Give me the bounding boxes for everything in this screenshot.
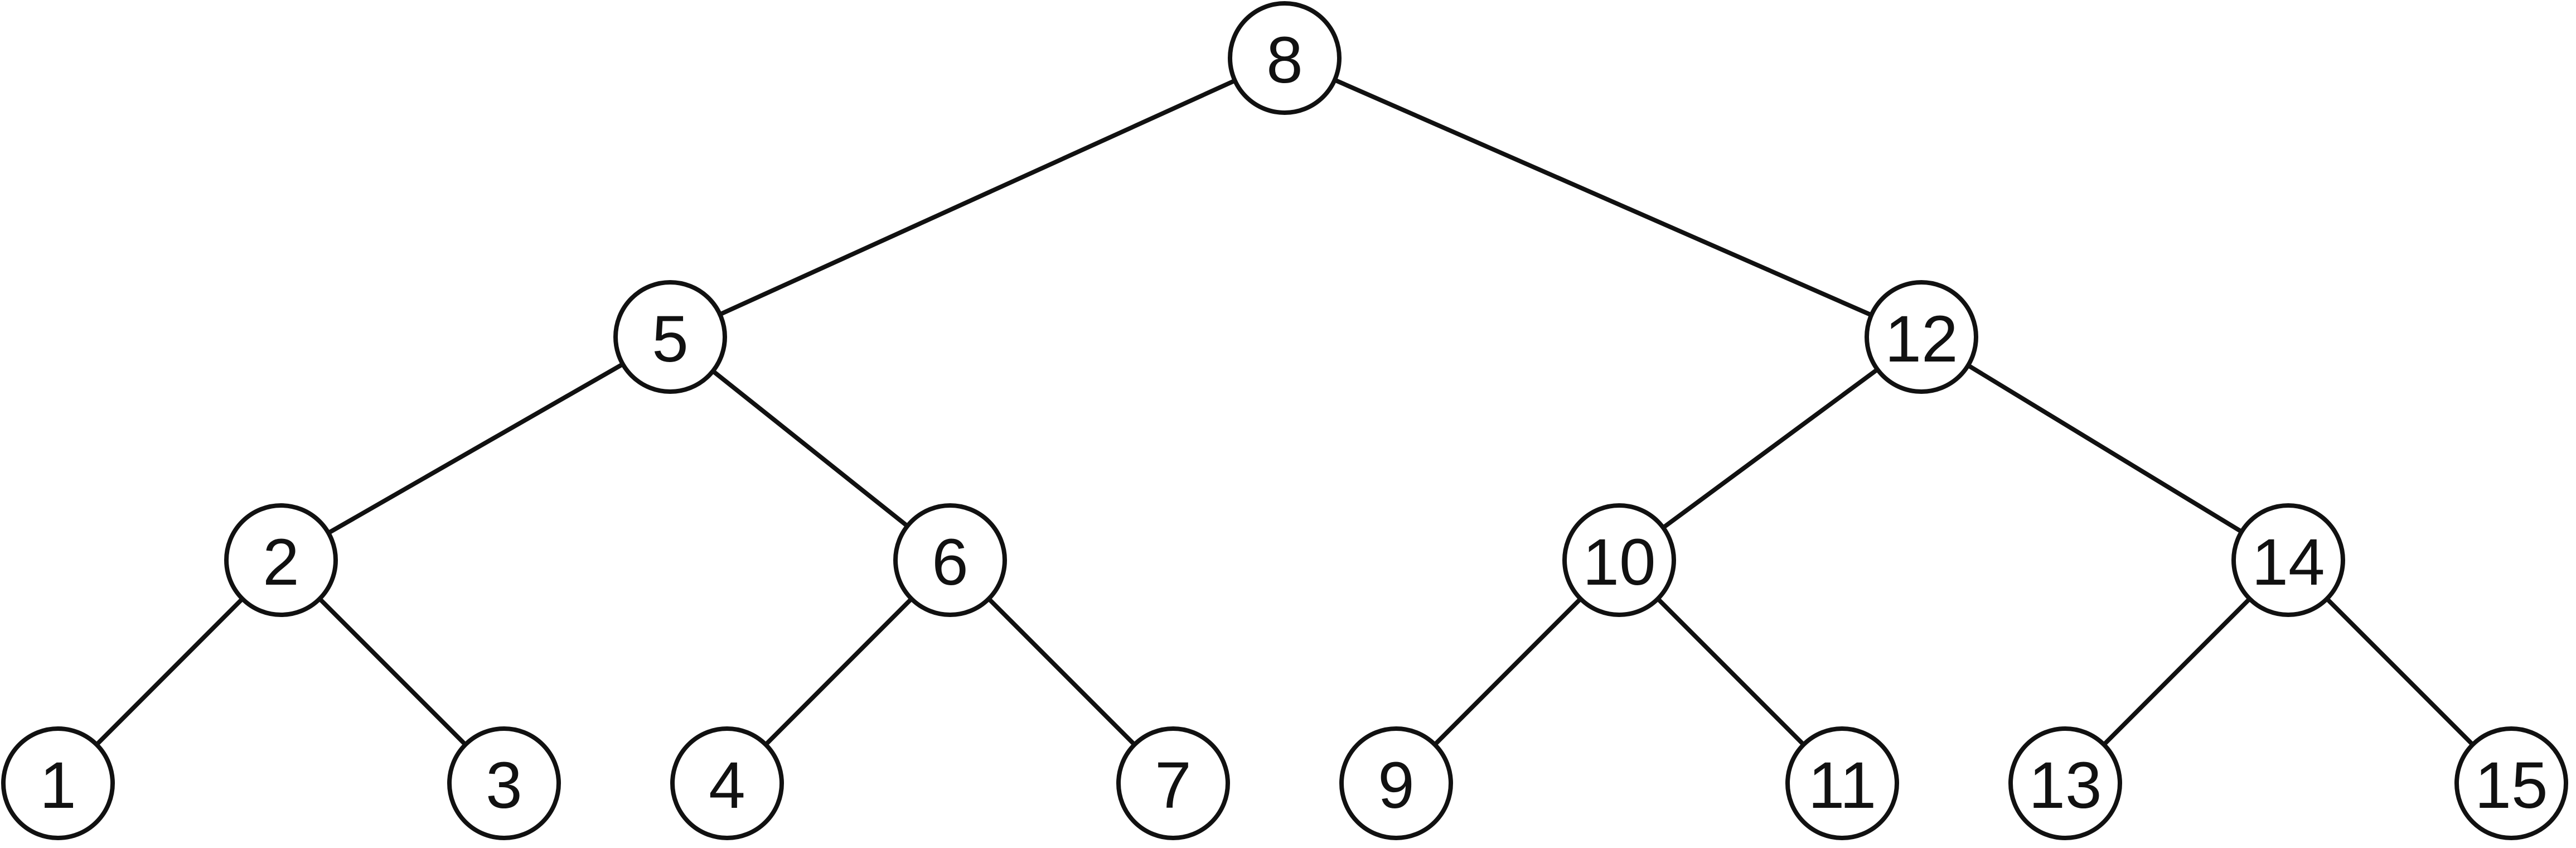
node-label: 6 xyxy=(932,526,969,599)
tree-node-13: 13 xyxy=(2008,726,2122,840)
node-label: 1 xyxy=(40,749,76,822)
edge-12-10 xyxy=(1660,367,1880,530)
node-label: 15 xyxy=(2475,749,2548,822)
node-circle xyxy=(2008,726,2122,840)
tree-node-10: 10 xyxy=(1562,503,1676,617)
tree-node-2: 2 xyxy=(224,503,338,617)
tree-node-7: 7 xyxy=(1116,726,1230,840)
edge-2-3 xyxy=(317,596,468,747)
edge-14-13 xyxy=(2102,596,2252,747)
node-circle xyxy=(613,280,727,394)
node-circle xyxy=(893,503,1007,617)
edge-10-11 xyxy=(1655,596,1806,747)
node-circle xyxy=(1,726,115,840)
node-circle xyxy=(2454,726,2568,840)
tree-node-15: 15 xyxy=(2454,726,2568,840)
node-label: 13 xyxy=(2028,749,2102,822)
node-label: 14 xyxy=(2251,526,2325,599)
tree-node-8: 8 xyxy=(1228,1,1342,115)
edge-2-1 xyxy=(94,596,245,747)
edge-8-12 xyxy=(1332,78,1874,317)
tree-node-9: 9 xyxy=(1339,726,1453,840)
edge-6-7 xyxy=(986,596,1137,747)
edge-5-6 xyxy=(710,369,910,528)
tree-node-1: 1 xyxy=(1,726,115,840)
node-circle xyxy=(1228,1,1342,115)
node-circle xyxy=(1865,280,1978,394)
node-circle xyxy=(670,726,784,840)
tree-node-5: 5 xyxy=(613,280,727,394)
node-circle xyxy=(224,503,338,617)
edge-5-2 xyxy=(326,362,625,536)
node-circle xyxy=(1116,726,1230,840)
tree-node-11: 11 xyxy=(1785,726,1899,840)
edge-8-5 xyxy=(718,78,1237,317)
edge-12-14 xyxy=(1965,363,2244,534)
edge-10-9 xyxy=(1432,596,1583,747)
node-label: 5 xyxy=(652,302,689,376)
node-label: 10 xyxy=(1582,526,1655,599)
tree-node-14: 14 xyxy=(2231,503,2345,617)
edge-6-4 xyxy=(763,596,914,747)
node-label: 7 xyxy=(1155,749,1192,822)
node-label: 8 xyxy=(1266,23,1303,97)
node-label: 4 xyxy=(709,749,745,822)
node-circle xyxy=(447,726,561,840)
node-label: 3 xyxy=(486,749,522,822)
node-circle xyxy=(2231,503,2345,617)
node-label: 2 xyxy=(263,526,299,599)
node-label: 12 xyxy=(1885,302,1958,376)
node-label: 9 xyxy=(1378,749,1415,822)
tree-node-3: 3 xyxy=(447,726,561,840)
node-circle xyxy=(1562,503,1676,617)
tree-edges xyxy=(94,78,2475,747)
tree-node-12: 12 xyxy=(1865,280,1978,394)
tree-node-4: 4 xyxy=(670,726,784,840)
node-circle xyxy=(1339,726,1453,840)
edge-14-15 xyxy=(2325,596,2475,747)
node-circle xyxy=(1785,726,1899,840)
node-label: 11 xyxy=(1808,749,1877,822)
tree-node-6: 6 xyxy=(893,503,1007,617)
